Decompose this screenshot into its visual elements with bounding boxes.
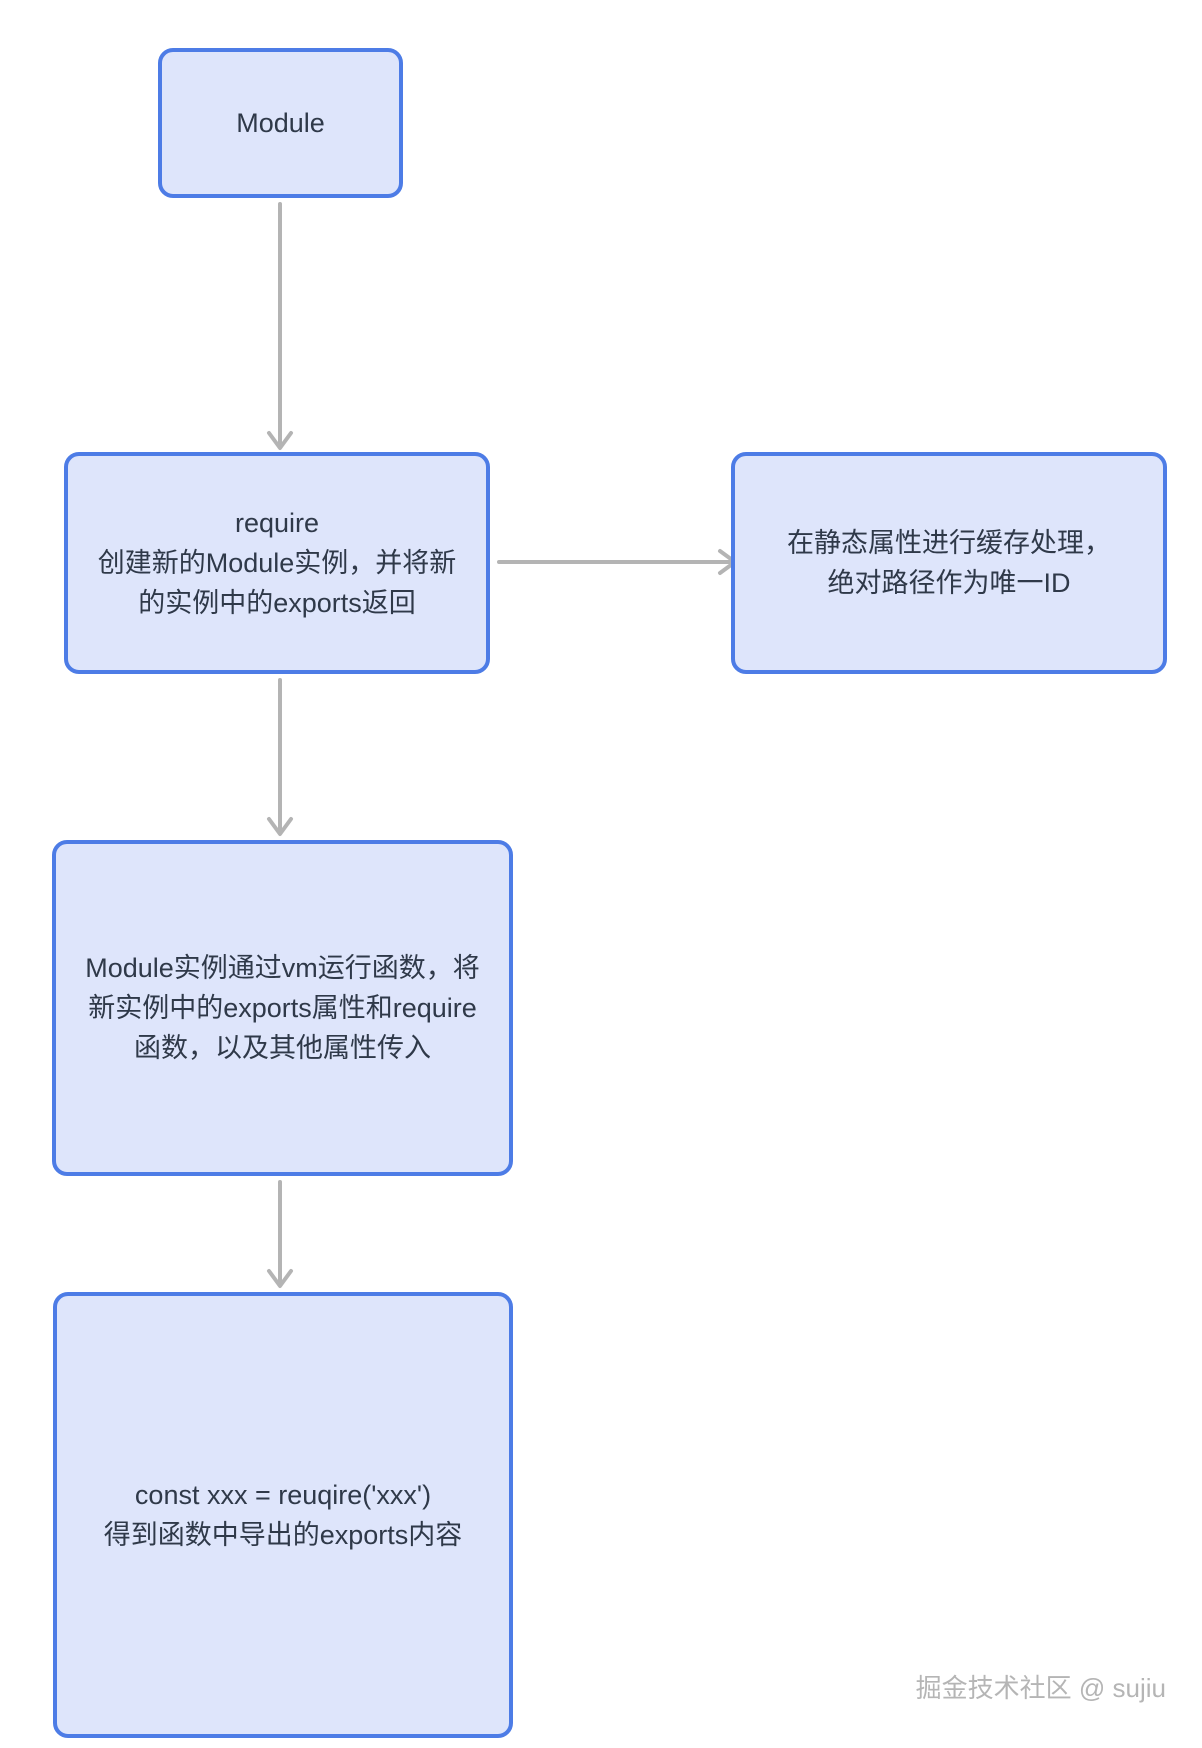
arrow-head-down-icon xyxy=(267,431,293,450)
node-cache: 在静态属性进行缓存处理， 绝对路径作为唯一ID xyxy=(731,452,1167,674)
node-result-line-2: 得到函数中导出的exports内容 xyxy=(103,1520,463,1550)
node-vm-run-line-1: Module实例通过vm运行函数，将 xyxy=(85,953,480,983)
node-result-line-1: const xxx = reuqire('xxx') xyxy=(134,1480,432,1510)
node-vm-run-line-3: 函数，以及其他属性传入 xyxy=(134,1033,431,1063)
node-module-label: Module xyxy=(236,108,325,138)
node-require-line-2: 创建新的Module实例，并将新 xyxy=(97,548,457,578)
arrow-head-down-icon xyxy=(267,1269,293,1288)
node-vm-run-line-2: 新实例中的exports属性和require xyxy=(88,993,477,1023)
node-vm-run: Module实例通过vm运行函数，将 新实例中的exports属性和requir… xyxy=(52,840,513,1176)
node-cache-line-1: 在静态属性进行缓存处理， xyxy=(787,528,1111,558)
watermark: 掘金技术社区 @ sujiu xyxy=(915,1673,1166,1703)
arrow-head-down-icon xyxy=(267,817,293,836)
node-require: require 创建新的Module实例，并将新 的实例中的exports返回 xyxy=(64,452,490,674)
arrow-require-to-cache xyxy=(497,549,737,575)
node-require-line-3: 的实例中的exports返回 xyxy=(138,588,416,618)
node-module: Module xyxy=(158,48,403,198)
node-cache-line-2: 绝对路径作为唯一ID xyxy=(827,568,1071,598)
node-require-line-1: require xyxy=(234,508,320,538)
arrow-vm-run-to-result xyxy=(267,1180,293,1288)
node-result: const xxx = reuqire('xxx') 得到函数中导出的expor… xyxy=(53,1292,513,1738)
arrow-require-to-vm-run xyxy=(267,678,293,836)
arrow-module-to-require xyxy=(267,202,293,450)
